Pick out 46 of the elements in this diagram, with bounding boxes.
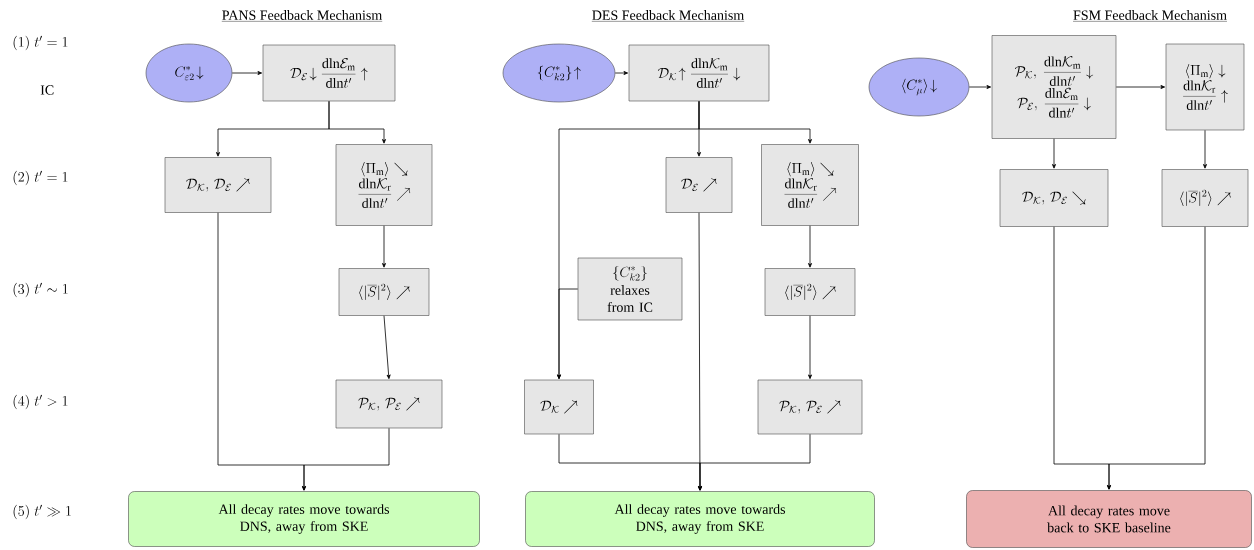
- arrow: [808, 315, 812, 380]
- arrow: [1203, 129, 1207, 169]
- arrow: [1107, 226, 1206, 490]
- arrow: [698, 433, 811, 491]
- arrow: [1052, 138, 1056, 169]
- process-box: $\langle\Pi_{\mathrm{m}}\rangle\searrow$ $\frac{\mathrm{dln}\mathcal{K}_{\mathrm{r}}}{\mathrm{dln}t'}\nearrow$: [335, 144, 433, 226]
- row-label: $(5)\;t'\gg 1$: [13, 504, 71, 520]
- arrow: [328, 100, 386, 144]
- process-box: $\mathcal{D}_{\mathcal{K}},\,\mathcal{D}_{\mathcal{E}}\nearrow$: [164, 157, 272, 213]
- row-label: $(3)\;t'\sim 1$: [13, 282, 68, 298]
- process-box: $\mathcal{D}_{\mathcal{E}}\!\downarrow\frac{\mathrm{dln}\mathcal{E}_{\mathrm{m}}}{\mathrm{dln}t'}\uparrow$: [262, 44, 396, 102]
- process-box: $\mathcal{P}_{\mathcal{K}},\,\mathcal{P}_{\mathcal{E}}\nearrow$: [335, 379, 443, 429]
- arrow: [383, 315, 391, 380]
- process-box: $\mathcal{P}_{\mathcal{K}},\ \frac{\mathrm{dln}\mathcal{K}_{\mathrm{m}}}{\mathrm{dln}t'}\downarrow$ $\mathcal{P}_{\mathcal{E}},\ \frac{\mathrm{dln}\mathcal{E}_{\mathrm{m}}}{\mathrm{dln}t'}\downarrow$: [991, 35, 1117, 139]
- row-label: $(1)\;t'=1$: [13, 35, 68, 51]
- row-label: $(4)\;t'>1$: [13, 394, 68, 410]
- outcome-box: All decay rates move towards DNS, away from SKE: [525, 491, 875, 547]
- arrow: [614, 71, 629, 75]
- outcome-box: All decay rates move towards DNS, away from SKE: [128, 491, 480, 547]
- arrow: [808, 225, 812, 268]
- column-title: FSM Feedback Mechanism: [1072, 10, 1228, 22]
- process-box: $\langle|\overline{S}|^{2}\rangle\nearrow$: [764, 268, 856, 316]
- row-label: IC: [40, 85, 54, 95]
- process-box: $\langle|\overline{S}|^{2}\rangle\nearrow$: [1161, 169, 1249, 227]
- ellipse-node: $\langle C^{*}_{\mu}\rangle\!\downarrow$: [868, 57, 970, 117]
- process-box: $\mathcal{P}_{\mathcal{K}},\,\mathcal{P}_{\mathcal{E}}\nearrow$: [757, 379, 863, 435]
- outcome-box: All decay rates move back to SKE baseline: [966, 490, 1252, 548]
- ellipse-node: $C^{*}_{\varepsilon 2}\!\downarrow$: [145, 43, 233, 103]
- column-title: PANS Feedback Mechanism: [221, 10, 383, 22]
- process-box: $\langle\Pi_{\mathrm{m}}\rangle\downarrow$ $\frac{\mathrm{dln}\mathcal{K}_{\mathrm{r}}}{\mathrm{dln}t'}\uparrow$: [1165, 43, 1245, 131]
- ellipse-node: $\{C^{*}_{k2}\}\!\uparrow$: [502, 43, 616, 103]
- arrow: [1115, 85, 1166, 89]
- column-title: DES Feedback Mechanism: [591, 10, 745, 22]
- process-box: $\mathcal{D}_{\mathcal{E}}\nearrow$: [665, 157, 733, 213]
- arrow: [557, 288, 579, 380]
- process-box: $\langle|\overline{S}|^{2}\rangle\nearrow$: [338, 268, 430, 316]
- row-label: $(2)\;t'=1$: [13, 170, 68, 186]
- arrow: [382, 225, 386, 268]
- process-box: $\{C^{*}_{k2}\}$ relaxes from IC: [577, 257, 683, 321]
- arrow: [302, 427, 390, 491]
- process-box: $\mathcal{D}_{\mathcal{K}}\nearrow$: [524, 379, 594, 435]
- process-box: $\mathcal{D}_{\mathcal{K}},\,\mathcal{D}_{\mathcal{E}}\searrow$: [999, 169, 1109, 227]
- process-box: $\mathcal{D}_{\mathcal{K}}\!\uparrow\frac{\mathrm{dln}\mathcal{K}_{\mathrm{m}}}{\mathrm{dln}t'}\downarrow$: [628, 44, 770, 102]
- arrow: [231, 71, 263, 75]
- process-box: $\langle\Pi_{\mathrm{m}}\rangle\searrow$ $\frac{\mathrm{dln}\mathcal{K}_{\mathrm{r}}}{\mathrm{dln}t'}\nearrow$: [761, 144, 859, 226]
- arrow: [968, 85, 992, 89]
